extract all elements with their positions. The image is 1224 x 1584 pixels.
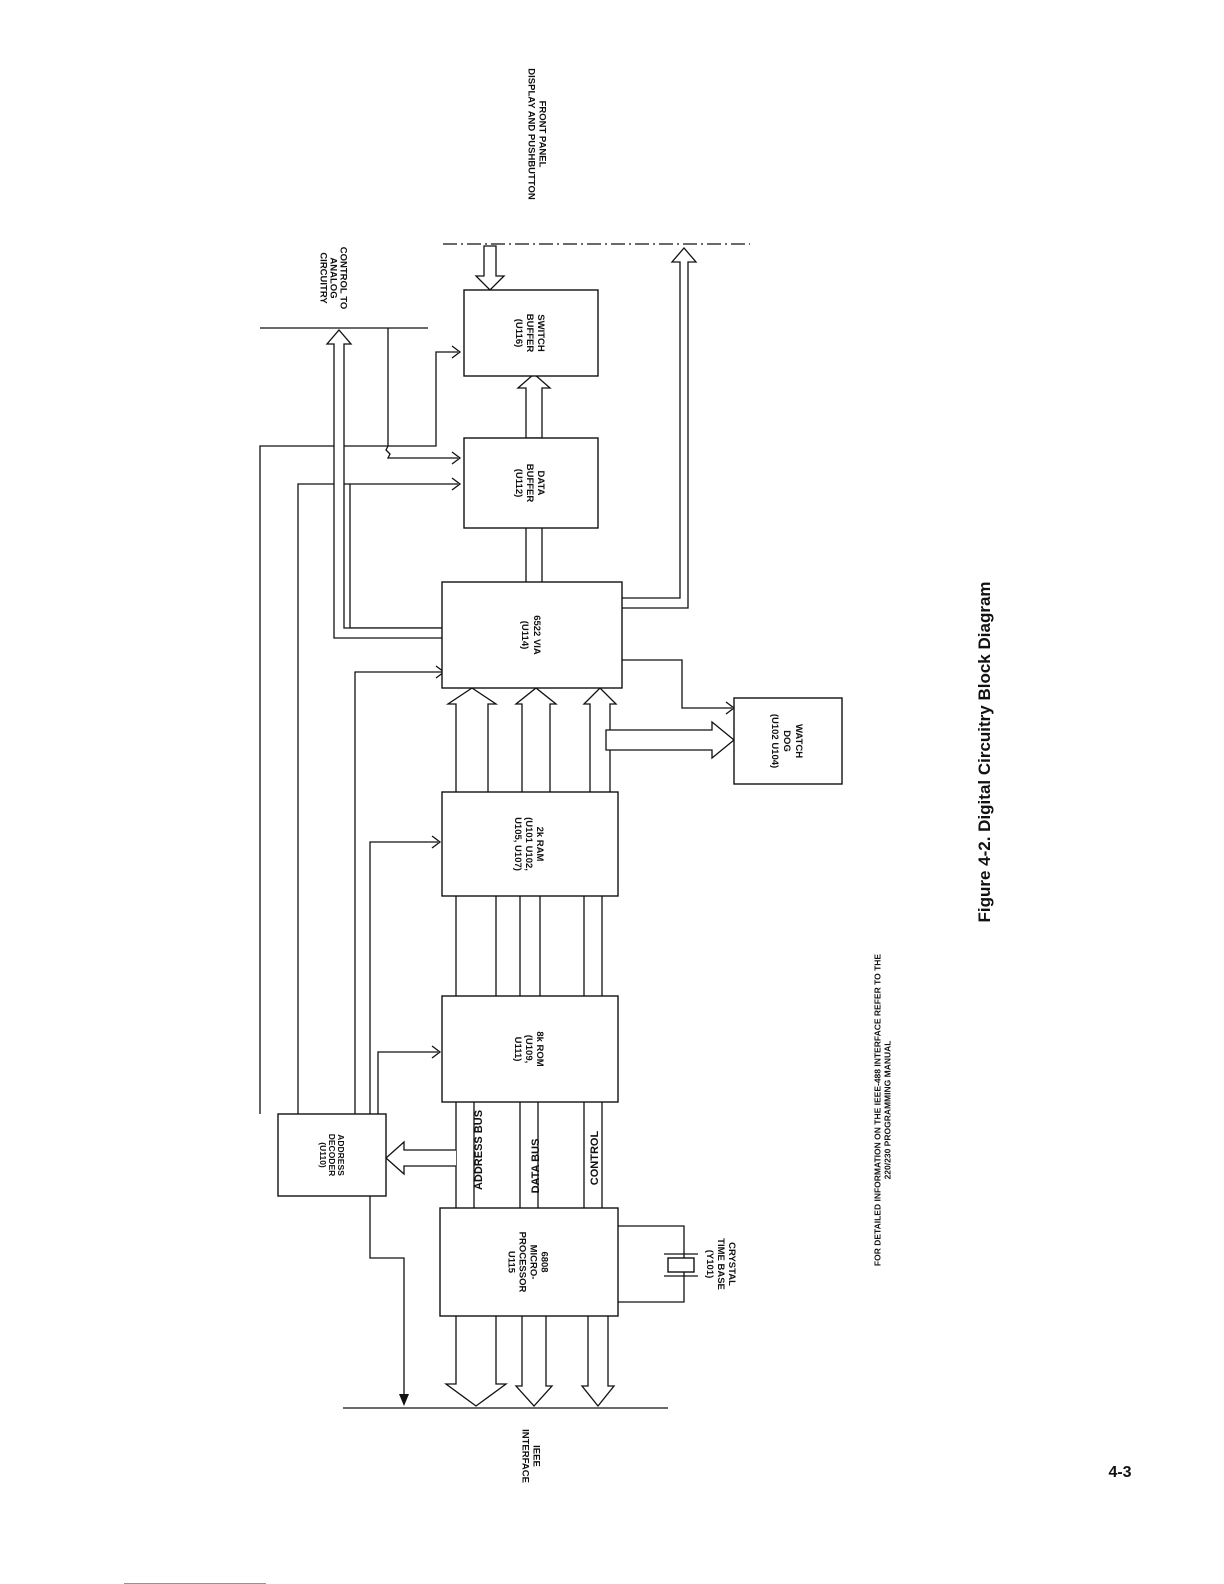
address-decoder-label-line: DECODER	[327, 1134, 337, 1177]
analog-label-line: CONTROL TO	[338, 247, 349, 309]
watchdog-label-line: (U102 U104)	[769, 714, 780, 768]
switch-buffer-block: SWITCHBUFFER(U116)	[463, 289, 599, 377]
decoder-line-3	[369, 841, 438, 1114]
microprocessor-label-line: U115	[506, 1251, 517, 1274]
front-panel-label-line: DISPLAY AND PUSHBUTTON	[526, 68, 537, 200]
data-to-switch-bus	[516, 373, 552, 439]
switch-buffer-label-line: (U116)	[513, 319, 524, 348]
watchdog-label-line: DOG	[781, 730, 792, 752]
arrow-ram	[431, 835, 442, 849]
svg-text:SWITCHBUFFER(U116): SWITCHBUFFER(U116)	[513, 314, 546, 353]
address-decoder-block: ADDRESSDECODER(U110)	[277, 1113, 387, 1197]
svg-text:8k ROM(U109,U111): 8k ROM(U109,U111)	[512, 1031, 545, 1066]
via-to-front-panel-bus	[622, 247, 698, 609]
rom-label-line: 8k ROM	[534, 1031, 545, 1066]
rom-block: 8k ROM(U109,U111)	[441, 995, 619, 1103]
ieee-label-line: INTERFACE	[520, 1429, 531, 1483]
ieee-label-line: IEEE	[531, 1445, 542, 1467]
svg-text:WATCHDOG(U102 U104): WATCHDOG(U102 U104)	[769, 714, 804, 768]
data-buffer-label-line: DATA	[535, 471, 546, 496]
svg-text:ADDRESSDECODER(U110): ADDRESSDECODER(U110)	[318, 1134, 346, 1177]
microprocessor-block: 6808MICRO-PROCESSORU115	[439, 1207, 619, 1317]
arrow-rom	[431, 1045, 442, 1059]
crystal-label-line: CRYSTAL	[726, 1242, 737, 1286]
control-bus-label: CONTROL	[589, 1131, 601, 1186]
decoder-line-4	[377, 1051, 438, 1114]
data-bus-to-via	[514, 687, 558, 792]
decoder-ieee-arrowhead	[399, 1394, 409, 1406]
crystal-lead-bottom	[618, 1272, 685, 1303]
rom-label-line: (U109,	[523, 1035, 534, 1064]
crystal-label-line: (Y101)	[704, 1250, 715, 1279]
ram-label-line: (U101 U102,	[523, 817, 534, 871]
ram-label-line: U105, U107)	[512, 817, 523, 871]
watchdog-label-line: WATCH	[793, 724, 804, 758]
cpu-ieee-data-bus	[514, 1316, 554, 1407]
control-to-watchdog-bus	[605, 720, 736, 760]
arrow-data-buffer-1	[451, 451, 462, 465]
microprocessor-label-line: 6808	[539, 1251, 550, 1272]
switch-buffer-label-line: BUFFER	[524, 314, 535, 353]
crystal-lead-top	[618, 1225, 685, 1258]
programming-manual-note: FOR DETAILED INFORMATION ON THE IEEE-488…	[873, 954, 893, 1266]
analog-label-line: ANALOG	[328, 257, 339, 298]
svg-text:DATABUFFER(U112): DATABUFFER(U112)	[513, 464, 546, 503]
microprocessor-label-line: MICRO-	[528, 1245, 539, 1280]
via-block: 6522 VIA(U114)	[441, 581, 623, 689]
front-panel-to-switch-bus	[474, 245, 506, 291]
cpu-ieee-address-bus	[444, 1316, 508, 1407]
front-panel-label-line: FRONT PANEL	[537, 101, 548, 168]
analog-label-line: CIRCUITRY	[318, 252, 329, 304]
decoder-to-ieee	[369, 1196, 405, 1404]
figure-caption: Figure 4-2. Digital Circuitry Block Diag…	[975, 581, 994, 922]
switch-buffer-label-line: SWITCH	[535, 314, 546, 352]
address-decoder-label-line: (U110)	[318, 1142, 328, 1168]
decoder-line-2	[297, 483, 458, 1114]
arrow-data-buffer-2	[451, 477, 462, 491]
analog-control-line	[385, 328, 458, 459]
via-to-data-buffer	[349, 484, 442, 629]
via-to-analog-bus	[325, 329, 442, 639]
control-to-analog-label: CONTROL TOANALOGCIRCUITRY	[318, 247, 349, 309]
address-decoder-label-line: ADDRESS	[336, 1134, 346, 1176]
address-bus-to-decoder	[385, 1140, 456, 1176]
note-line: 220/230 PROGRAMMING MANUAL	[883, 1041, 893, 1180]
note-line: FOR DETAILED INFORMATION ON THE IEEE-488…	[873, 954, 883, 1266]
via-label-line: (U114)	[519, 621, 530, 650]
ram-label-line: 2k RAM	[534, 827, 545, 862]
address-bus-to-via	[445, 687, 499, 792]
arrow-switch-buffer	[451, 345, 462, 359]
ram-block: 2k RAM(U101 U102,U105, U107)	[441, 791, 619, 897]
data-buffer-label-line: BUFFER	[524, 464, 535, 503]
front-panel-label: FRONT PANELDISPLAY AND PUSHBUTTON	[526, 68, 548, 200]
data-buffer-label-line: (U112)	[513, 469, 524, 498]
data-bus-label: DATA BUS	[530, 1139, 542, 1194]
svg-text:6522 VIA(U114): 6522 VIA(U114)	[519, 615, 542, 655]
rom-label-line: U111)	[512, 1037, 523, 1062]
crystal-label-line: TIME BASE	[715, 1238, 726, 1290]
decoder-line-5	[354, 671, 442, 1114]
watchdog-block: WATCHDOG(U102 U104)	[733, 697, 843, 785]
svg-text:2k RAM(U101 U102,U105, U107): 2k RAM(U101 U102,U105, U107)	[512, 817, 545, 871]
address-bus-label: ADDRESS BUS	[473, 1110, 485, 1190]
data-buffer-block: DATABUFFER(U112)	[463, 437, 599, 529]
via-to-watchdog-line	[622, 659, 732, 709]
ieee-interface-label: IEEEINTERFACE	[520, 1429, 542, 1483]
crystal-body	[667, 1257, 695, 1273]
microprocessor-label-line: PROCESSOR	[517, 1232, 528, 1293]
page-number: 4-3	[1108, 1464, 1131, 1481]
cpu-ieee-control-bus	[580, 1316, 616, 1408]
crystal-time-base-label: CRYSTALTIME BASE(Y101)	[704, 1238, 737, 1290]
decoder-line-1	[259, 351, 458, 1114]
svg-text:6808MICRO-PROCESSORU115: 6808MICRO-PROCESSORU115	[506, 1232, 550, 1293]
via-label-line: 6522 VIA	[531, 615, 542, 655]
